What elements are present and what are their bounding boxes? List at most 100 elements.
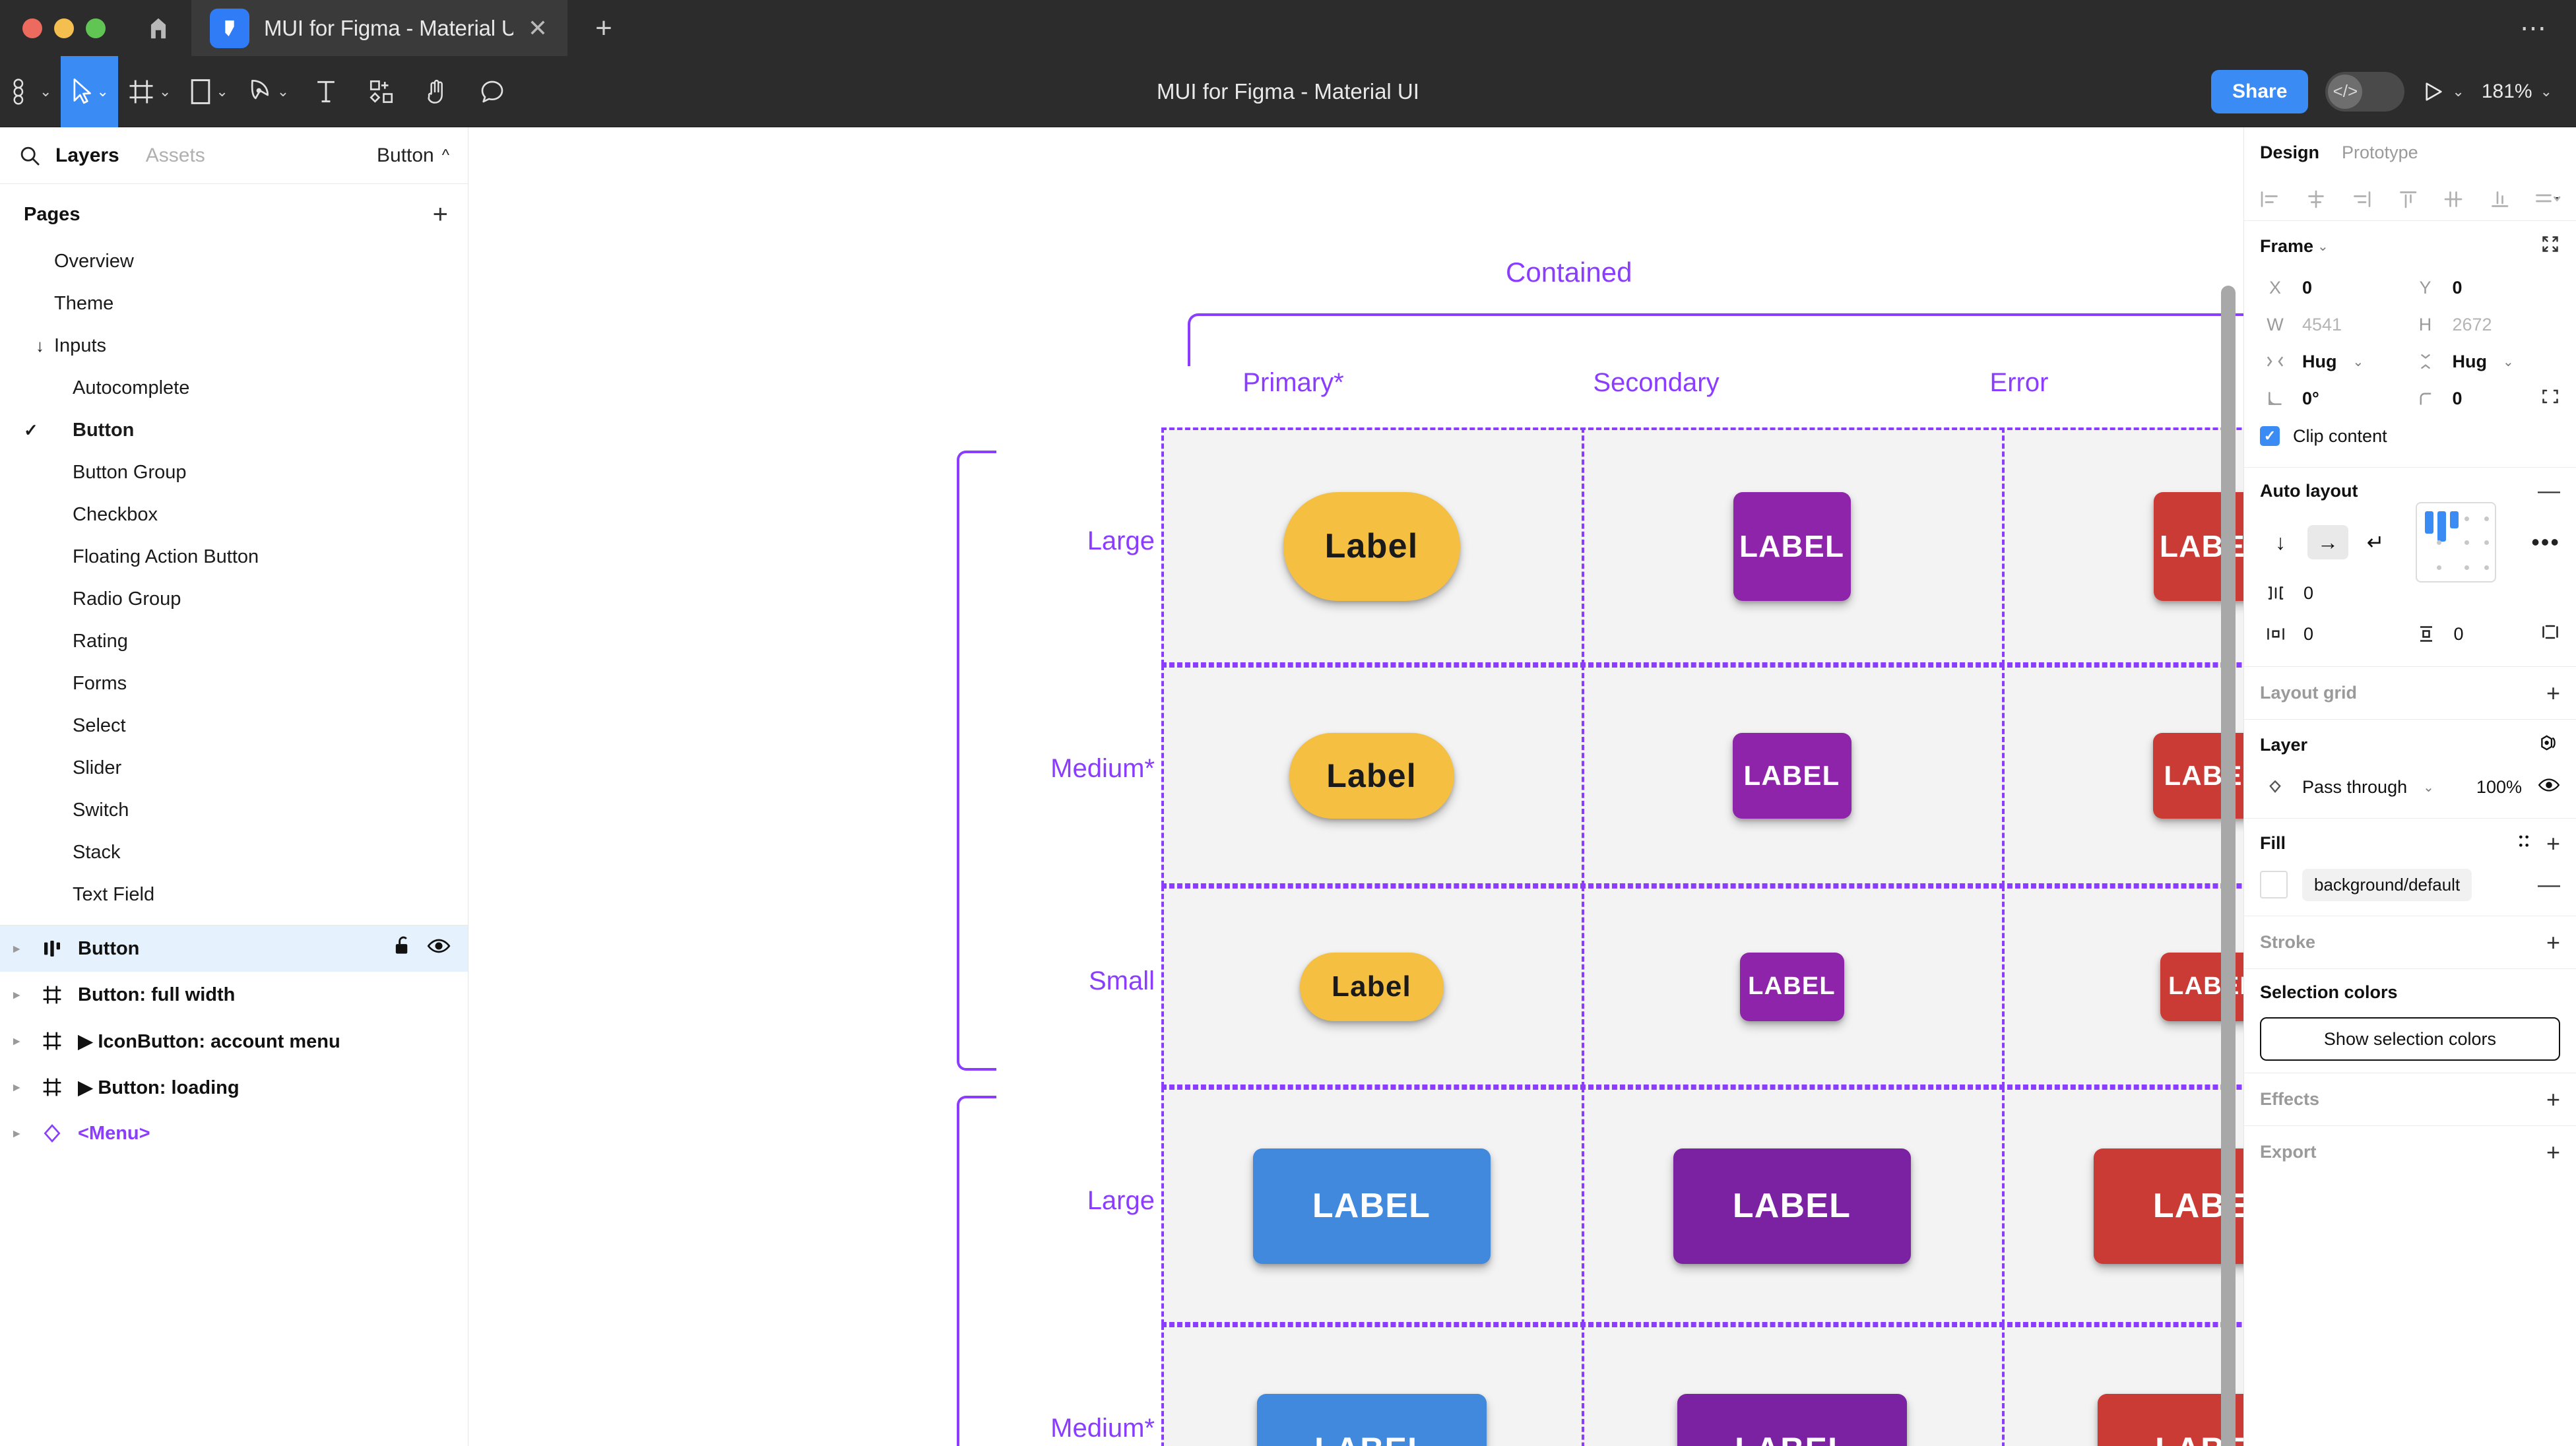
remove-fill-button[interactable]: — [2538,871,2560,897]
align-bottom-icon[interactable] [2488,189,2511,209]
new-tab-button[interactable]: + [595,11,612,44]
direction-vertical-button[interactable]: ↓ [2275,530,2286,554]
eye-icon[interactable] [2538,776,2560,798]
move-tool-button[interactable]: ⌄ [61,55,118,127]
layer-opacity-value[interactable]: 100% [2476,776,2522,797]
page-item-floating-action-button[interactable]: Floating Action Button [0,536,468,578]
align-top-icon[interactable] [2397,189,2419,209]
corner-radius-field[interactable]: 0 [2410,387,2561,411]
add-fill-button[interactable]: + [2546,829,2560,857]
fill-style-token[interactable]: background/default [2302,868,2472,901]
y-position-field[interactable]: Y 0 [2410,278,2561,298]
hand-tool-button[interactable] [409,56,465,127]
page-item-stack[interactable]: Stack [0,831,468,873]
add-layout-grid-button[interactable]: + [2546,679,2560,707]
layer-row[interactable]: ▸▶ IconButton: account menu [0,1018,468,1064]
window-zoom-button[interactable] [86,18,106,38]
canvas-button[interactable]: LABEL [2093,1148,2243,1264]
window-close-button[interactable] [22,18,42,38]
canvas-button[interactable]: LABEL [1732,732,1852,819]
search-icon[interactable] [18,144,41,167]
more-options-icon[interactable]: ••• [2531,528,2560,555]
expand-caret-icon[interactable]: ▸ [13,1126,20,1141]
align-right-icon[interactable] [2350,189,2373,209]
page-item-button-group[interactable]: Button Group [0,451,468,493]
style-library-icon[interactable] [2515,832,2533,855]
frame-tool-button[interactable]: ⌄ [118,56,180,127]
page-item-checkbox[interactable]: Checkbox [0,493,468,536]
dev-mode-toggle[interactable]: </> [2325,71,2405,111]
page-item-theme[interactable]: Theme [0,282,468,325]
expand-caret-icon[interactable]: ▸ [13,941,20,956]
show-selection-colors-button[interactable]: Show selection colors [2260,1017,2560,1061]
x-position-field[interactable]: X 0 [2260,278,2410,298]
canvas-button[interactable]: Label [1283,491,1460,601]
page-item-autocomplete[interactable]: Autocomplete [0,367,468,409]
layer-row[interactable]: ▸Button: full width [0,972,468,1018]
page-item-switch[interactable]: Switch [0,789,468,831]
expand-caret-icon[interactable]: ▸ [13,1034,20,1048]
page-item-button[interactable]: ✓Button [0,409,468,451]
resources-button[interactable] [354,56,409,127]
canvas-button[interactable]: LABEL [1739,952,1844,1021]
canvas-button[interactable]: LABEL [1252,1148,1491,1264]
independent-corners-icon[interactable] [2540,387,2560,411]
layer-style-icon[interactable] [2539,733,2560,757]
window-minimize-button[interactable] [54,18,74,38]
clip-content-row[interactable]: ✓ Clip content [2260,417,2560,455]
overflow-menu-icon[interactable]: ⋯ [2520,13,2548,43]
expand-caret-icon[interactable]: ▸ [13,988,20,1002]
tab-assets[interactable]: Assets [145,144,205,166]
width-field[interactable]: W 4541 [2260,315,2410,335]
add-effect-button[interactable]: + [2546,1085,2560,1113]
share-button[interactable]: Share [2211,69,2309,113]
remove-auto-layout-button[interactable]: — [2538,478,2560,503]
direction-wrap-button[interactable]: ↵ [2366,530,2385,554]
page-item-inputs[interactable]: ↓Inputs [0,325,468,367]
page-item-overview[interactable]: Overview [0,240,468,282]
canvas-button[interactable]: LABEL [1733,491,1851,601]
page-item-text-field[interactable]: Text Field [0,873,468,916]
canvas-button[interactable]: LABEL [1673,1148,1911,1264]
tab-prototype[interactable]: Prototype [2342,142,2418,162]
plus-icon[interactable]: + [432,200,448,229]
canvas-button[interactable]: LABEL [1677,1393,1907,1446]
clip-content-checkbox[interactable]: ✓ [2260,426,2280,446]
figma-menu-button[interactable]: ⌄ [0,56,61,127]
align-horizontal-center-icon[interactable] [2305,189,2327,209]
browser-tab[interactable]: MUI for Figma - Material UI ✕ [191,0,567,56]
add-stroke-button[interactable]: + [2546,928,2560,956]
page-item-rating[interactable]: Rating [0,620,468,662]
page-item-slider[interactable]: Slider [0,747,468,789]
zoom-level-control[interactable]: 181% ⌄ [2482,80,2552,103]
horizontal-resizing-dropdown[interactable]: Hug ⌄ [2260,352,2410,372]
shape-tool-button[interactable]: ⌄ [180,56,237,127]
close-icon[interactable]: ✕ [527,14,548,42]
page-item-select[interactable]: Select [0,705,468,747]
comment-tool-button[interactable] [465,56,520,127]
canvas-button[interactable]: Label [1289,732,1454,819]
canvas-button[interactable]: LABEL [1256,1393,1487,1446]
tab-layers[interactable]: Layers [55,144,119,166]
layer-row[interactable]: ▸▶ Button: loading [0,1064,468,1110]
expand-caret-icon[interactable]: ▸ [13,1080,20,1094]
text-tool-button[interactable] [298,56,354,127]
add-export-button[interactable]: + [2546,1138,2560,1166]
unlock-icon[interactable] [393,935,412,962]
collapse-icon[interactable] [2540,234,2560,259]
canvas-button[interactable]: Label [1299,952,1444,1021]
page-item-forms[interactable]: Forms [0,662,468,705]
horizontal-padding-field[interactable]: 0 [2260,624,2410,644]
height-field[interactable]: H 2672 [2410,315,2561,335]
eye-icon[interactable] [427,937,451,960]
blend-mode-dropdown[interactable]: Pass through ⌄ [2260,777,2446,798]
alignment-grid-picker[interactable] [2416,502,2496,582]
present-button[interactable]: ⌄ [2422,80,2464,103]
tab-design[interactable]: Design [2260,142,2320,162]
page-item-radio-group[interactable]: Radio Group [0,578,468,620]
design-canvas[interactable]: Contained Primary* Secondary Error Warni… [468,127,2243,1446]
frame-title[interactable]: Contained [1506,257,1632,288]
layer-row[interactable]: ▸Button [0,926,468,972]
individual-padding-icon[interactable] [2540,623,2560,646]
page-selector[interactable]: Button ^ [377,144,449,167]
